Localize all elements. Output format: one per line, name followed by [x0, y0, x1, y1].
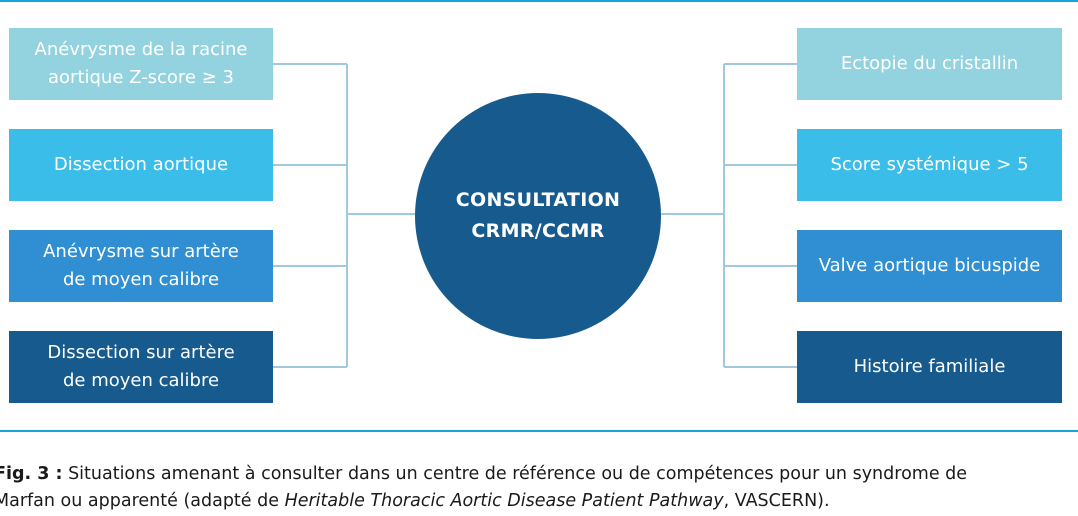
caption-text-3: , VASCERN). [723, 491, 830, 511]
diagram-frame [0, 0, 1078, 432]
caption-label: Fig. 3 : [0, 464, 63, 484]
right-box-systemic-score: Score systémique > 5 [797, 129, 1062, 201]
left-box-aortic-dissection: Dissection aortique [9, 129, 273, 201]
caption-line-2: Marfan ou apparenté (adapté de Heritable… [0, 488, 1078, 515]
caption-text-1: Situations amenant à consulter dans un c… [62, 464, 968, 484]
connector-lines [273, 63, 797, 368]
right-box-family-history: Histoire familiale [797, 331, 1062, 403]
caption-italic-title: Heritable Thoracic Aortic Disease Patien… [284, 491, 724, 511]
caption-text-2: Marfan ou apparenté (adapté de [0, 491, 285, 511]
center-consultation-circle: CONSULTATION CRMR/CCMR [415, 93, 661, 339]
right-box-lens-ectopia: Ectopie du cristallin [797, 28, 1062, 100]
left-box-aortic-root-aneurysm: Anévrysme de la racine aortique Z-score … [9, 28, 273, 100]
figure-caption: Fig. 3 : Situations amenant à consulter … [0, 461, 1078, 515]
caption-line-1: Fig. 3 : Situations amenant à consulter … [0, 461, 1078, 488]
center-line-2: CRMR/CCMR [471, 220, 605, 242]
left-box-medium-artery-dissection: Dissection sur artère de moyen calibre [9, 331, 273, 403]
left-box-medium-artery-aneurysm: Anévrysme sur artère de moyen calibre [9, 230, 273, 302]
center-line-1: CONSULTATION [455, 189, 621, 211]
right-box-bicuspid-valve: Valve aortique bicuspide [797, 230, 1062, 302]
